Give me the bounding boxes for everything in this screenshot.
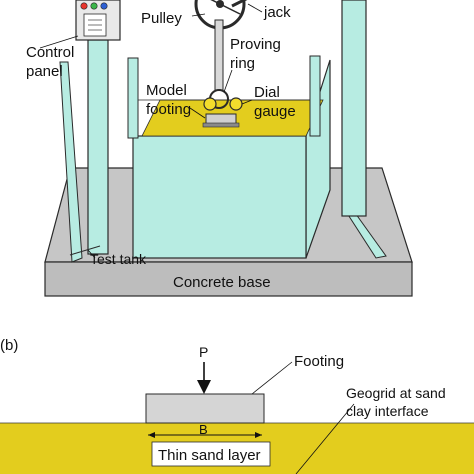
width-arrow-left-icon [148, 432, 155, 438]
model-footing-label-line2: footing [146, 101, 191, 118]
load-p-label: P [199, 344, 208, 360]
footing-leader [251, 361, 293, 395]
leader-control-panel [39, 35, 79, 49]
lamp-red-icon [80, 2, 88, 10]
leader-dial-gauge [241, 99, 253, 105]
model-footing-base [202, 122, 240, 128]
lamp-green-icon [90, 2, 98, 10]
tank-back-post-left [127, 57, 139, 139]
load-arrow-head-icon [197, 380, 211, 394]
concrete-base-front [44, 261, 413, 297]
proving-ring-label-line2: ring [230, 55, 255, 72]
model-footing-plate [205, 113, 237, 125]
geogrid-label-line1: Geogrid at sand [346, 385, 446, 401]
dial-gauge-label-line2: gauge [254, 103, 296, 120]
geogrid-label-line2: clay interface [346, 403, 429, 419]
leader-jack [247, 3, 263, 13]
panel-a: Pulley jack Control panel Proving ring M… [26, 0, 413, 297]
leader-pulley [191, 13, 206, 17]
left-brace-outer [59, 61, 83, 263]
model-footing-label-line1: Model [146, 82, 187, 99]
geogrid-leader [295, 403, 355, 474]
pulley-spoke [210, 0, 241, 15]
control-panel-label-line1: Control [26, 44, 74, 61]
proving-ring-label-line1: Proving [230, 36, 281, 53]
lamp-blue-icon [100, 2, 108, 10]
concrete-base-label: Concrete base [173, 274, 271, 291]
left-brace-link [69, 245, 101, 256]
right-column [341, 0, 367, 217]
tank-back-post-right [309, 55, 321, 137]
footing-block [145, 393, 265, 424]
left-column [87, 39, 109, 255]
thin-sand-layer-label: Thin sand layer [158, 447, 261, 464]
control-panel-label-line2: panel [26, 63, 63, 80]
width-arrow-right-icon [255, 432, 262, 438]
leader-test-tank [87, 249, 96, 259]
jack-handle [231, 0, 248, 8]
dial-gauge-left [203, 97, 217, 111]
test-tank-front [132, 135, 307, 259]
dial-gauge-right [229, 97, 243, 111]
width-b-label: B [199, 422, 208, 437]
leader-proving-ring [223, 69, 233, 93]
test-tank-label: Test tank [90, 251, 147, 267]
pulley-label: Pulley [141, 10, 182, 27]
dial-gauge-label-line1: Dial [254, 84, 280, 101]
loading-shaft [214, 19, 224, 91]
thin-sand-label-box [151, 441, 271, 467]
footing-label: Footing [294, 353, 344, 370]
leader-model-footing [189, 107, 206, 119]
panel-b-tag: (b) [0, 337, 18, 354]
jack-label: jack [263, 4, 291, 21]
panel-b: (b) P Footing Geogrid at sand clay inter… [0, 337, 474, 474]
